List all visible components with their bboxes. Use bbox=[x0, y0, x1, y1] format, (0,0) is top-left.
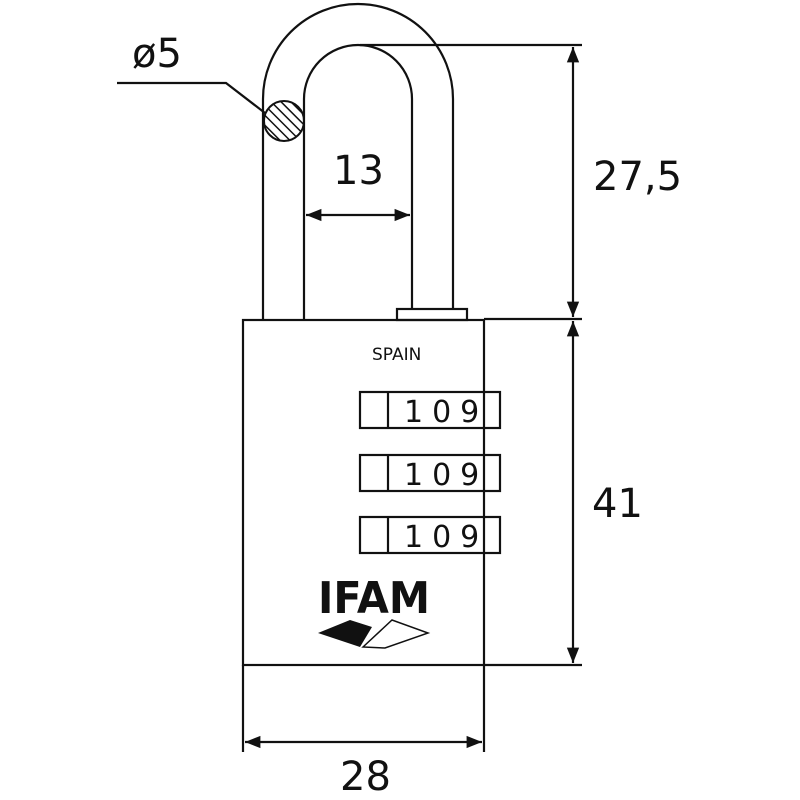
dial-digits: 109 bbox=[404, 458, 488, 493]
diameter-leader bbox=[117, 81, 266, 114]
right-dimensions bbox=[360, 43, 582, 667]
clearance-label: 27,5 bbox=[593, 154, 682, 200]
shackle-section-hatch bbox=[263, 100, 305, 142]
body-height-label: 41 bbox=[592, 481, 643, 527]
dial-digits: 109 bbox=[404, 520, 488, 555]
inner-width-label: 13 bbox=[333, 148, 384, 194]
bottom-dimension bbox=[241, 665, 486, 752]
brand-logo: IFAM bbox=[318, 573, 431, 649]
lock-body: SPAIN bbox=[241, 318, 486, 667]
origin-label: SPAIN bbox=[372, 345, 421, 365]
svg-text:IFAM: IFAM bbox=[318, 573, 430, 624]
combination-dial-3[interactable]: 109 bbox=[358, 515, 502, 555]
combination-dial-2[interactable]: 109 bbox=[358, 453, 502, 493]
dial-digits: 109 bbox=[404, 395, 488, 430]
body-width-label: 28 bbox=[340, 754, 391, 800]
combination-dial-1[interactable]: 109 bbox=[358, 390, 502, 430]
diameter-label: ø5 bbox=[132, 31, 182, 77]
